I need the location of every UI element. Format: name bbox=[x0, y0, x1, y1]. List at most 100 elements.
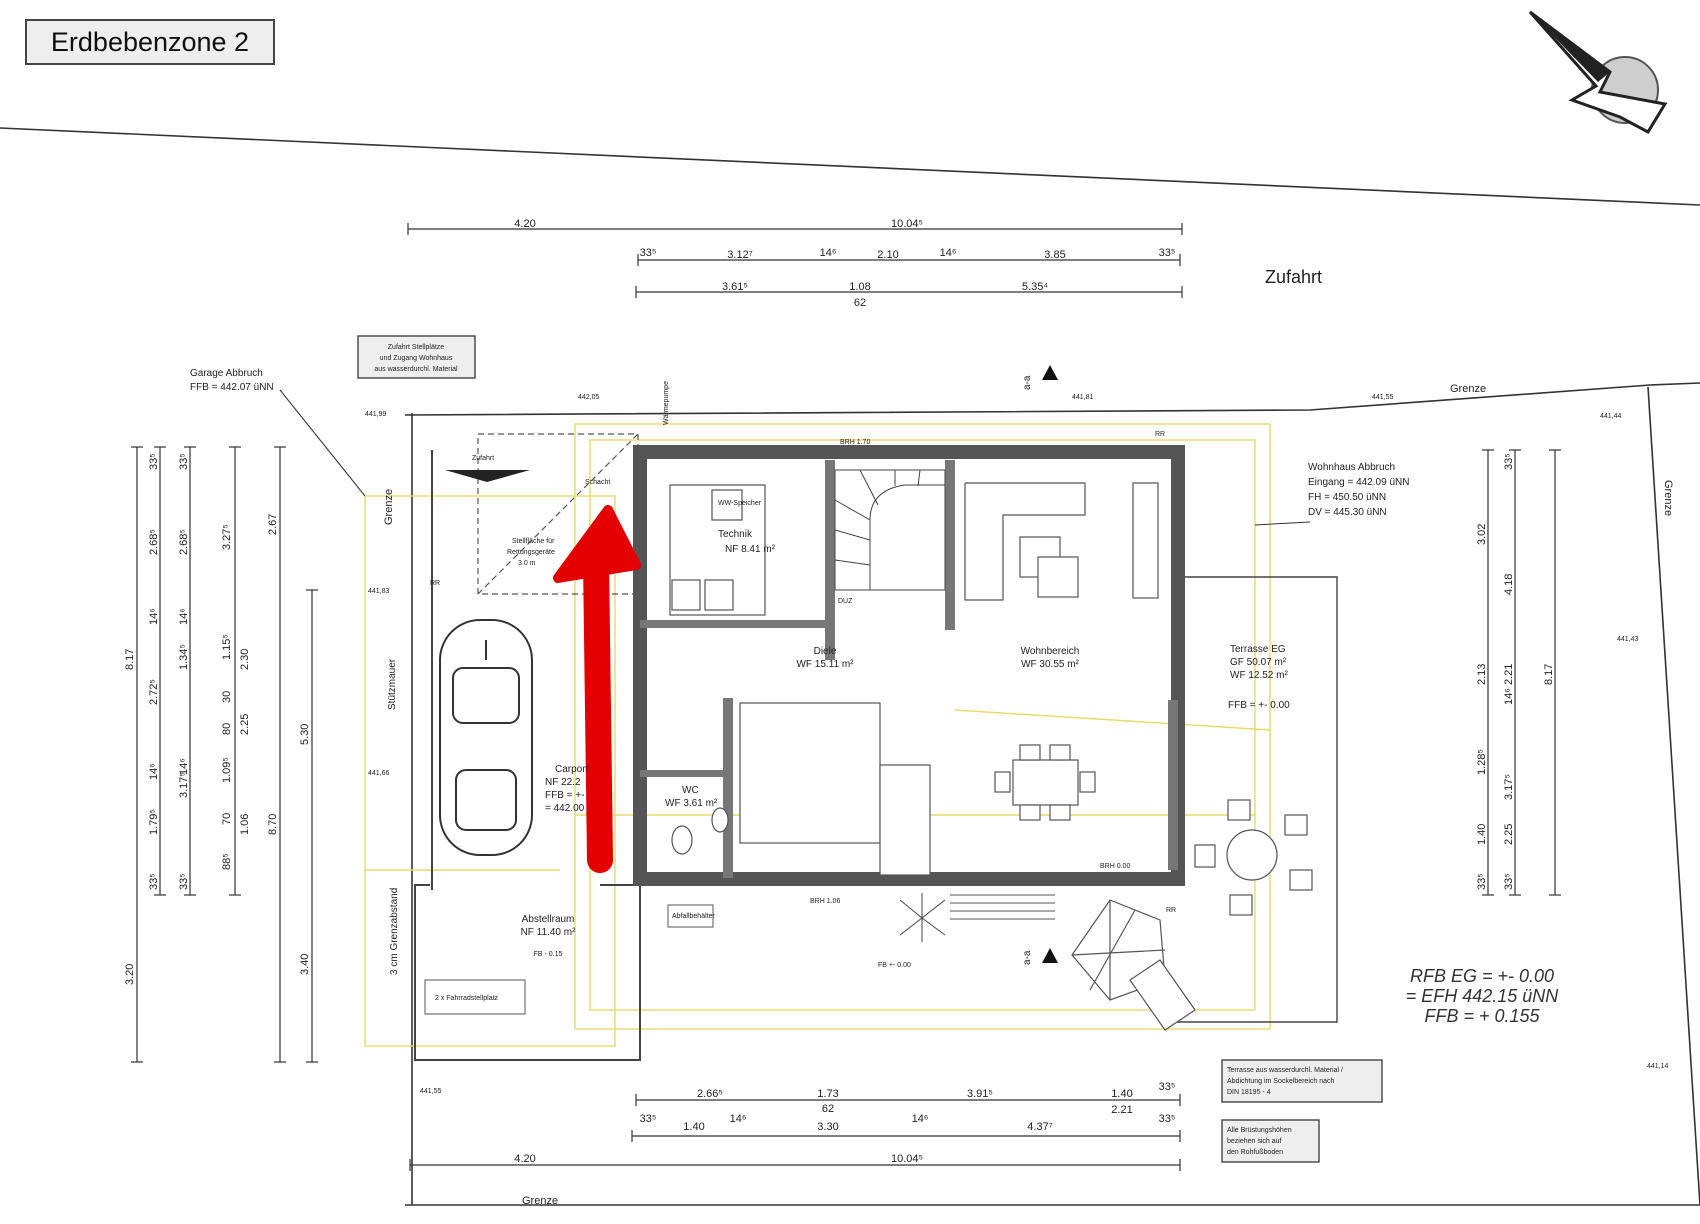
room-terrace: Terrasse EG GF 50.07 m² WF 12.52 m² FFB … bbox=[1228, 644, 1290, 711]
svg-text:1.40: 1.40 bbox=[683, 1121, 704, 1133]
svg-text:Technik: Technik bbox=[718, 529, 753, 540]
north-arrow-icon bbox=[1528, 10, 1668, 134]
boundary-label-right: Grenze bbox=[1662, 480, 1674, 516]
svg-text:3.40: 3.40 bbox=[299, 954, 311, 975]
svg-text:1.40: 1.40 bbox=[1476, 824, 1488, 845]
room-living: Wohnbereich WF 30.55 m² bbox=[1021, 646, 1080, 670]
parapet-top-label: BRH 1.70 bbox=[840, 439, 870, 446]
svg-text:33⁵: 33⁵ bbox=[1159, 1081, 1176, 1093]
red-arrow-icon bbox=[553, 505, 641, 873]
dims-bottom: 2.66⁵ 1.73 62 3.91⁵ 1.40 2.21 33⁵ 33⁵ 1.… bbox=[514, 1081, 1175, 1165]
svg-text:WC: WC bbox=[682, 785, 699, 796]
retaining-wall-label: Stützmauer bbox=[387, 658, 398, 710]
svg-text:1.40: 1.40 bbox=[1111, 1088, 1132, 1100]
svg-text:= EFH 442.15 üNN: = EFH 442.15 üNN bbox=[1406, 986, 1560, 1006]
svg-text:2.66⁵: 2.66⁵ bbox=[697, 1088, 723, 1100]
svg-text:2.10: 2.10 bbox=[877, 249, 898, 261]
svg-text:2.25: 2.25 bbox=[239, 714, 251, 735]
svg-text:FFB = 442.07 üNN: FFB = 442.07 üNN bbox=[190, 382, 274, 393]
svg-text:FFB = +-: FFB = +- bbox=[545, 790, 584, 801]
bicycle-parking-label: 2 x Fahrradstellplatz bbox=[435, 995, 499, 1002]
rr-label-left: RR bbox=[430, 580, 440, 587]
steps bbox=[950, 894, 1055, 920]
svg-text:3.27⁵: 3.27⁵ bbox=[221, 524, 233, 550]
svg-text:den Rohfußboden: den Rohfußboden bbox=[1227, 1149, 1283, 1156]
svg-text:14⁶: 14⁶ bbox=[178, 608, 190, 625]
svg-text:WF 30.55 m²: WF 30.55 m² bbox=[1021, 659, 1079, 670]
svg-text:WF 3.61 m²: WF 3.61 m² bbox=[665, 798, 718, 809]
spot-levels: 441,99 442,05 441,81 441,55 441,44 441,8… bbox=[365, 394, 1669, 1095]
svg-text:5.30: 5.30 bbox=[299, 724, 311, 745]
parapet-right-label: BRH 0.00 bbox=[1100, 863, 1130, 870]
svg-text:441,99: 441,99 bbox=[365, 411, 387, 418]
room-technik: Technik NF 8.41 m² bbox=[718, 529, 776, 555]
svg-text:FB - 0.15: FB - 0.15 bbox=[534, 951, 563, 958]
house-walls bbox=[633, 445, 1185, 886]
dimension-lines bbox=[136, 228, 1556, 1166]
section-marker-top bbox=[1042, 365, 1058, 380]
car-icon bbox=[439, 619, 533, 856]
svg-text:33⁵: 33⁵ bbox=[640, 247, 657, 259]
svg-text:14⁶: 14⁶ bbox=[1503, 688, 1515, 705]
boundary-label-top: Grenze bbox=[1450, 383, 1486, 395]
note-rescue-area: Stellfläche für Rettungsgeräte 3.0 m bbox=[507, 538, 555, 567]
svg-text:10.04⁵: 10.04⁵ bbox=[891, 218, 923, 230]
parasol-icon bbox=[1071, 899, 1196, 1031]
svg-text:RFB EG = +- 0.00: RFB EG = +- 0.00 bbox=[1410, 966, 1554, 986]
svg-text:2.21: 2.21 bbox=[1503, 664, 1515, 685]
dims-left: 8.17 3.20 33⁵ 2.68⁵ 14⁶ 2.72⁵ 14⁶ 1.79⁵ … bbox=[124, 453, 311, 985]
svg-text:8.17: 8.17 bbox=[124, 649, 136, 670]
svg-text:33⁵: 33⁵ bbox=[178, 453, 190, 470]
svg-text:3.0 m: 3.0 m bbox=[518, 560, 536, 567]
svg-text:441,44: 441,44 bbox=[1600, 413, 1622, 420]
svg-text:14⁶: 14⁶ bbox=[148, 763, 160, 780]
access-label: Zufahrt bbox=[1265, 267, 1322, 287]
svg-text:1.79⁵: 1.79⁵ bbox=[148, 809, 160, 835]
note-garage-demolition: Garage Abbruch FFB = 442.07 üNN bbox=[190, 368, 366, 497]
svg-text:aus wasserdurchl. Material: aus wasserdurchl. Material bbox=[374, 366, 458, 373]
svg-text:1.73: 1.73 bbox=[817, 1088, 838, 1100]
water-heater-label: WW-Speicher bbox=[718, 500, 762, 507]
svg-text:Terrasse aus wasserdurchl. Mat: Terrasse aus wasserdurchl. Material / bbox=[1227, 1067, 1343, 1074]
svg-text:NF 22.2: NF 22.2 bbox=[545, 777, 581, 788]
svg-text:8.17: 8.17 bbox=[1543, 664, 1555, 685]
svg-text:441,55: 441,55 bbox=[1372, 394, 1394, 401]
svg-text:DV = 445.30 üNN: DV = 445.30 üNN bbox=[1308, 507, 1387, 518]
rr-label-top: RR bbox=[1155, 431, 1165, 438]
floor-level-label: FB +- 0.00 bbox=[878, 962, 911, 969]
svg-text:62: 62 bbox=[822, 1103, 834, 1115]
svg-text:14⁶: 14⁶ bbox=[912, 1113, 929, 1125]
svg-text:2.30: 2.30 bbox=[239, 649, 251, 670]
svg-text:3.02: 3.02 bbox=[1476, 524, 1488, 545]
section-marker-bottom bbox=[1042, 948, 1058, 963]
svg-text:NF 11.40 m²: NF 11.40 m² bbox=[521, 927, 576, 938]
svg-text:Rettungsgeräte: Rettungsgeräte bbox=[507, 549, 555, 556]
svg-text:Eingang = 442.09 üNN: Eingang = 442.09 üNN bbox=[1308, 477, 1409, 488]
svg-text:4.20: 4.20 bbox=[514, 1153, 535, 1165]
gap-label: 3 cm Grenzabstand bbox=[389, 888, 400, 975]
svg-text:10.04⁵: 10.04⁵ bbox=[891, 1153, 923, 1165]
svg-text:441,55: 441,55 bbox=[420, 1088, 442, 1095]
duz-label: DUZ bbox=[838, 598, 853, 605]
reference-level-block: RFB EG = +- 0.00 = EFH 442.15 üNN FFB = … bbox=[1406, 966, 1560, 1026]
dims-top: 4.20 10.04⁵ 33⁵ 3.12⁷ 14⁶ 2.10 14⁶ 3.85 … bbox=[514, 218, 1175, 309]
svg-text:441,66: 441,66 bbox=[368, 770, 390, 777]
svg-text:WF 12.52 m²: WF 12.52 m² bbox=[1230, 670, 1288, 681]
svg-text:GF 50.07 m²: GF 50.07 m² bbox=[1230, 657, 1287, 668]
svg-text:2.72⁵: 2.72⁵ bbox=[148, 679, 160, 705]
dims-right: 3.02 2.13 1.28⁵ 1.40 33⁵ 33⁵ 4.18 2.21 1… bbox=[1476, 453, 1555, 890]
svg-text:Stellfläche für: Stellfläche für bbox=[512, 538, 555, 545]
svg-text:441,81: 441,81 bbox=[1072, 394, 1094, 401]
svg-text:Wohnhaus Abbruch: Wohnhaus Abbruch bbox=[1308, 462, 1395, 473]
boundary-label-bottom: Grenze bbox=[522, 1195, 558, 1207]
waste-bin-label: Abfallbehälter bbox=[672, 913, 715, 920]
waste-bin bbox=[667, 904, 714, 928]
svg-text:442,05: 442,05 bbox=[578, 394, 600, 401]
svg-text:FFB = + 0.155: FFB = + 0.155 bbox=[1424, 1006, 1540, 1026]
svg-text:WF 15.11 m²: WF 15.11 m² bbox=[796, 659, 854, 670]
access-direction-icon bbox=[445, 470, 530, 482]
svg-text:1.15⁵: 1.15⁵ bbox=[221, 634, 233, 660]
svg-text:2.68⁵: 2.68⁵ bbox=[148, 529, 160, 555]
svg-text:33⁵: 33⁵ bbox=[1503, 873, 1515, 890]
